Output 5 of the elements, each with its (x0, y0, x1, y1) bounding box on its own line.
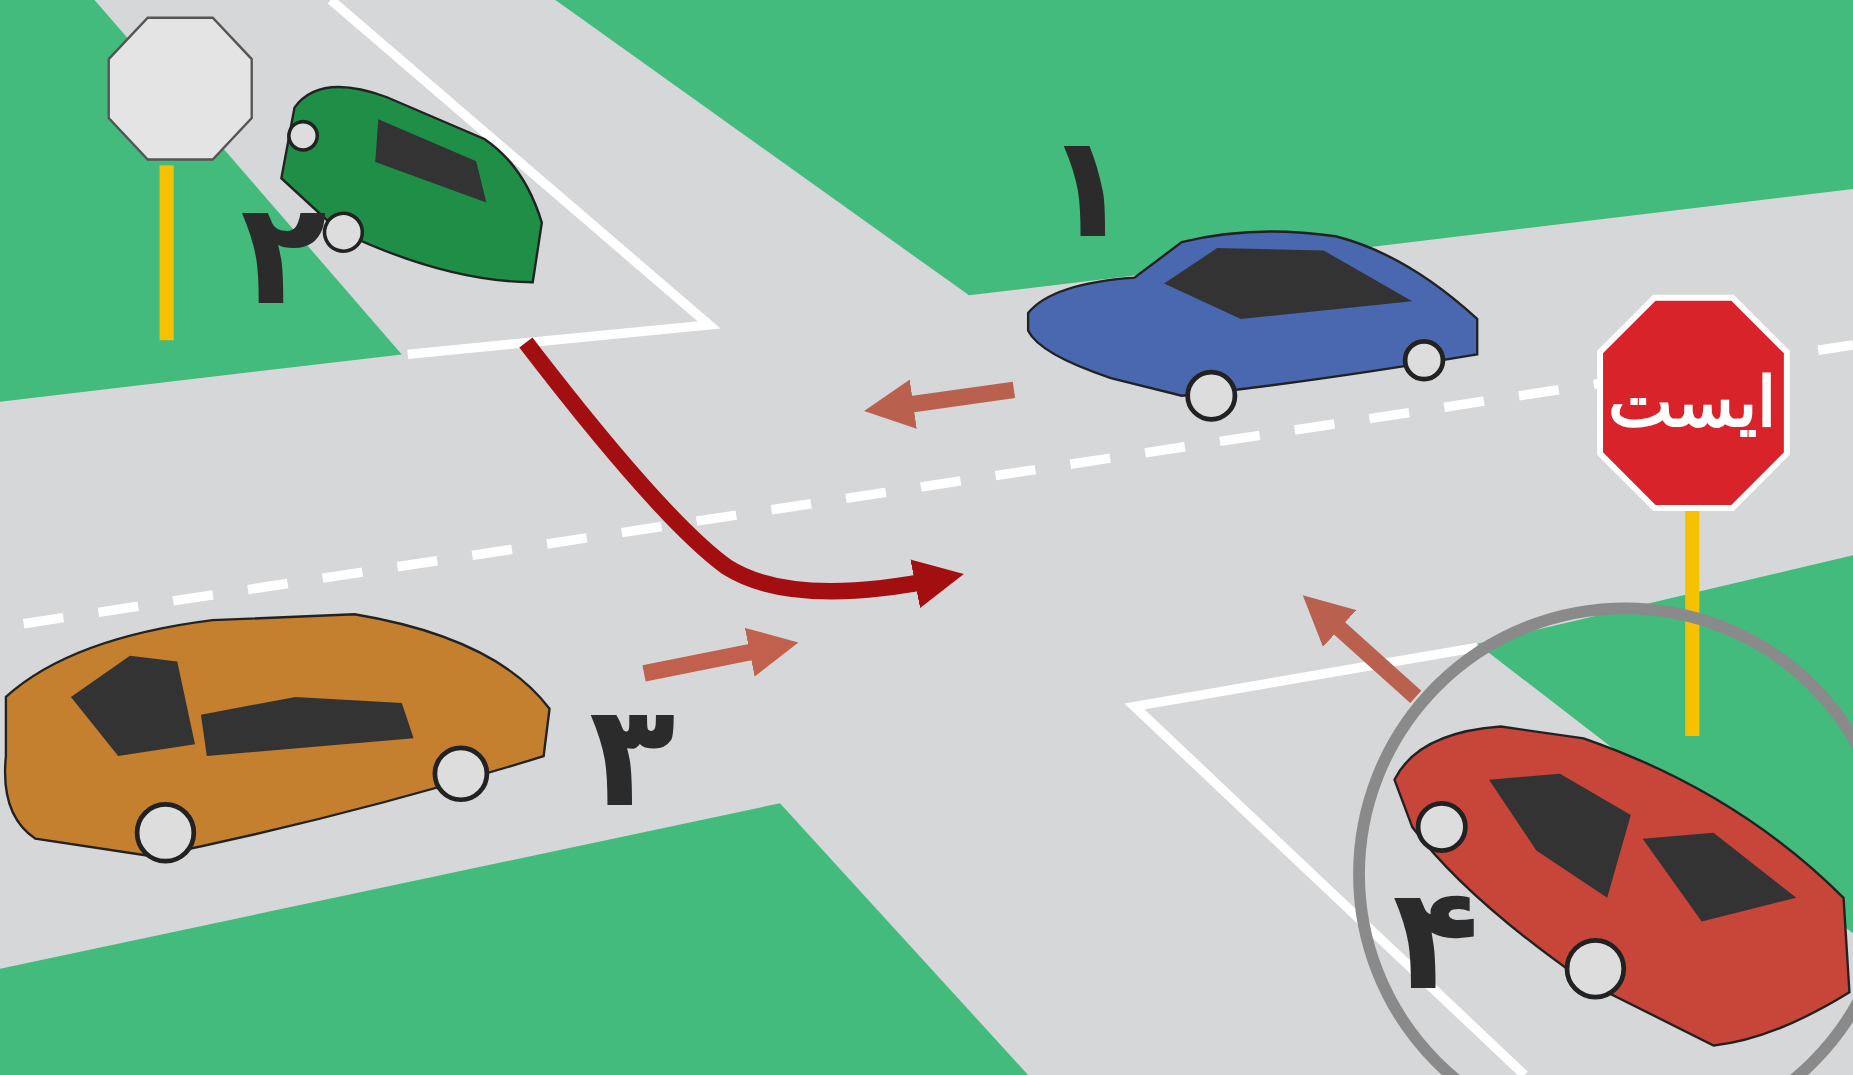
sign-text: ایست (1608, 367, 1777, 437)
car-number: ۱ (1043, 115, 1131, 258)
car-number: ۲ (240, 183, 327, 325)
car-number: ۳ (588, 685, 676, 828)
car-number: ۴ (1392, 868, 1480, 1011)
